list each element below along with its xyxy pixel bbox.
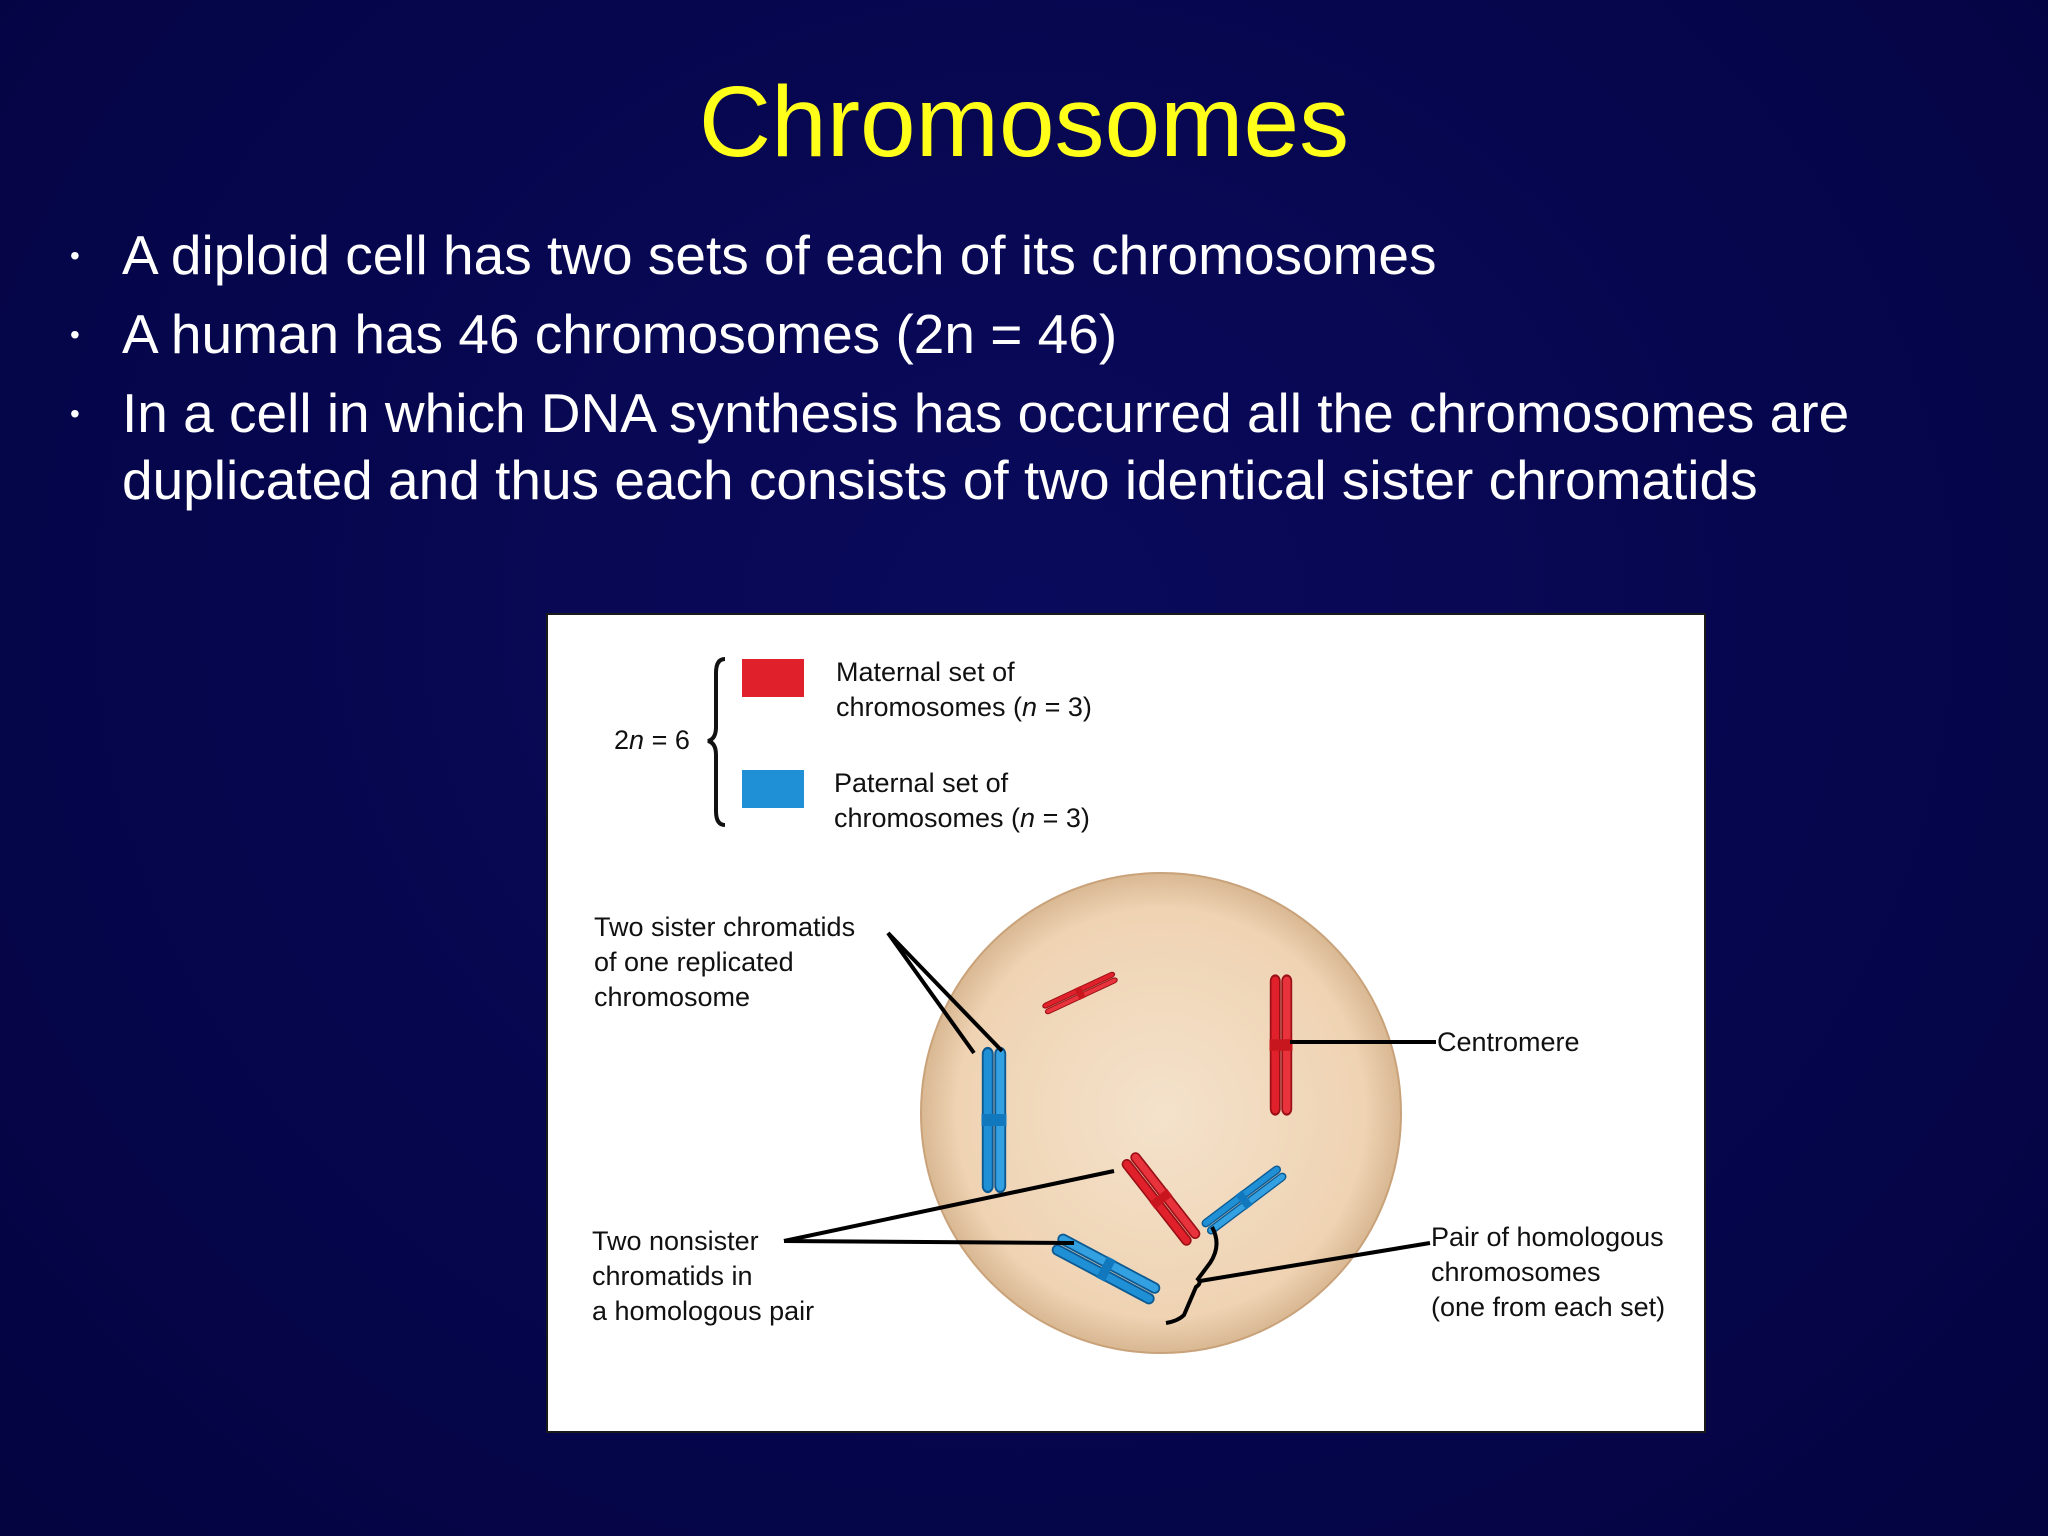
paternal-label-line2: chromosomes (n = 3) (834, 803, 1090, 833)
chromosome-figure: 2n = 6 Maternal set of chromosomes (n = … (546, 613, 1706, 1433)
chromosome-diagram: 2n = 6 Maternal set of chromosomes (n = … (592, 657, 1665, 1354)
ploidy-label: 2n = 6 (614, 725, 690, 755)
maternal-swatch (742, 659, 804, 697)
homolog-label-line2: chromosomes (1431, 1257, 1601, 1287)
bullet-item: • A diploid cell has two sets of each of… (60, 222, 2020, 289)
centromere-label: Centromere (1437, 1027, 1580, 1057)
cell (920, 872, 1402, 1354)
bullet-text: In a cell in which DNA synthesis has occ… (122, 382, 1850, 511)
nonsister-label-line2: chromatids in (592, 1261, 753, 1291)
bullet-list: • A diploid cell has two sets of each of… (60, 222, 2020, 526)
nonsister-label-line1: Two nonsister (592, 1226, 759, 1256)
bullet-dot-icon: • (70, 319, 80, 350)
sister-label-line3: chromosome (594, 982, 750, 1012)
paternal-swatch (742, 770, 804, 808)
nonsister-label-line3: a homologous pair (592, 1296, 814, 1326)
homolog-label-line1: Pair of homologous (1431, 1222, 1664, 1252)
bullet-item: • A human has 46 chromosomes (2n = 46) (60, 301, 2020, 368)
bullet-text: A human has 46 chromosomes (2n = 46) (122, 303, 1118, 365)
centromere-annotation: Centromere (1290, 1027, 1580, 1057)
maternal-label-line1: Maternal set of (836, 657, 1015, 687)
paternal-label-line1: Paternal set of (834, 768, 1009, 798)
sister-label-line1: Two sister chromatids (594, 912, 855, 942)
nonsister-annotation: Two nonsister chromatids in a homologous… (592, 1169, 1115, 1326)
homolog-label-line3: (one from each set) (1431, 1292, 1665, 1322)
legend-brace-icon (707, 657, 726, 827)
slide-title: Chromosomes (698, 66, 1350, 178)
sister-label-line2: of one replicated (594, 947, 794, 977)
maternal-label-line2: chromosomes (n = 3) (836, 692, 1092, 722)
homolog-brace-icon (1165, 1226, 1219, 1325)
sister-chromatids-annotation: Two sister chromatids of one replicated … (594, 912, 1004, 1055)
legend: 2n = 6 Maternal set of chromosomes (n = … (614, 657, 1092, 833)
bullet-dot-icon: • (70, 240, 80, 271)
bullet-dot-icon: • (70, 398, 80, 429)
bullet-item: • In a cell in which DNA synthesis has o… (60, 380, 2020, 514)
homologous-pair-annotation: Pair of homologous chromosomes (one from… (1165, 1222, 1665, 1325)
bullet-text: A diploid cell has two sets of each of i… (122, 224, 1437, 286)
